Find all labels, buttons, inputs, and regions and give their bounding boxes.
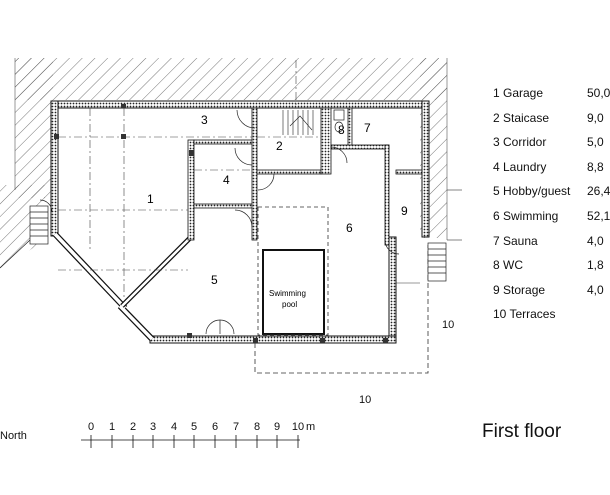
scale-tick-3: 3 [149, 421, 157, 433]
room-legend: 1 Garage 50,0 2 Staicase 9,0 3 Corridor 5,0 4 … [493, 86, 610, 332]
legend-room-name: 10 Terraces [493, 307, 556, 322]
legend-room-name: 6 Swimming [493, 208, 559, 223]
scale-tick-5: 5 [190, 421, 198, 433]
ground-hatch [0, 58, 448, 270]
grid-lines [58, 60, 321, 300]
room-number-5: 5 [211, 273, 218, 287]
scale-tick-6: 6 [211, 421, 219, 433]
diagonal-partition-inner [121, 237, 191, 307]
wc-fixture [333, 109, 345, 133]
columns [54, 104, 388, 343]
legend-room-name: 4 Laundry [493, 159, 547, 174]
legend-row: 10 Terraces [493, 307, 610, 332]
pool-outline-dashed [257, 206, 329, 336]
pool-label-line2: pool [282, 300, 297, 309]
room-number-1: 1 [147, 192, 154, 206]
legend-room-area: 9,0 [587, 110, 604, 125]
legend-room-name: 2 Staicase [493, 110, 550, 125]
legend-room-area: 52,1 [587, 208, 610, 223]
legend-room-name: 9 Storage [493, 282, 546, 297]
room-number-9: 9 [401, 204, 408, 218]
legend-row: 6 Swimming 52,1 [493, 209, 610, 234]
terrace-outline [254, 245, 429, 374]
scale-tick-1: 1 [108, 421, 116, 433]
left-stair [0, 205, 49, 269]
scale-tick-2: 2 [129, 421, 137, 433]
legend-room-area: 4,0 [587, 233, 604, 248]
angled-walls-inner [53, 232, 154, 341]
door-swings [39, 109, 400, 335]
scale-tick-7: 7 [232, 421, 240, 433]
legend-room-area: 26,4 [587, 184, 610, 199]
legend-room-name: 1 Garage [493, 86, 544, 100]
room-number-2: 2 [276, 139, 283, 153]
dimension-ticks [396, 189, 462, 284]
north-label: North [0, 430, 27, 442]
scale-tick-4: 4 [170, 421, 178, 433]
legend-room-area: 50,0 [587, 86, 610, 100]
room-number-6: 6 [346, 221, 353, 235]
legend-row: 1 Garage 50,0 [493, 86, 610, 111]
room-number-8: 8 [338, 123, 345, 137]
scale-unit: m [306, 421, 316, 433]
terrace-label-bottom: 10 [359, 394, 372, 406]
scale-tick-9: 9 [273, 421, 281, 433]
scale-tick-0: 0 [87, 421, 95, 433]
floor-title: First floor [482, 421, 562, 442]
room-number-4: 4 [223, 173, 230, 187]
legend-row: 7 Sauna 4,0 [493, 234, 610, 259]
scale-tick-8: 8 [253, 421, 261, 433]
terrace-label-right: 10 [442, 319, 455, 331]
legend-room-name: 7 Sauna [493, 233, 538, 248]
scale-tick-10: 10 [291, 421, 305, 433]
legend-room-name: 3 Corridor [493, 135, 547, 150]
scale-bar [81, 435, 300, 448]
legend-row: 5 Hobby/guest 26,4 [493, 184, 610, 209]
legend-room-name: 8 WC [493, 258, 523, 273]
right-stair [427, 242, 447, 282]
legend-room-area: 5,0 [587, 135, 604, 150]
legend-room-name: 5 Hobby/guest [493, 184, 571, 199]
room-number-7: 7 [364, 121, 371, 135]
pool-label-line1: Swimming [269, 289, 306, 298]
legend-row: 8 WC 1,8 [493, 258, 610, 283]
legend-row: 2 Staicase 9,0 [493, 111, 610, 136]
outer-walls [50, 100, 430, 344]
room-number-3: 3 [201, 113, 208, 127]
legend-row: 4 Laundry 8,8 [493, 160, 610, 185]
legend-room-area: 8,8 [587, 159, 604, 174]
staircase [282, 110, 314, 135]
legend-row: 9 Storage 4,0 [493, 283, 610, 308]
swimming-pool [262, 249, 325, 335]
legend-room-area: 1,8 [587, 258, 604, 273]
legend-row: 3 Corridor 5,0 [493, 135, 610, 160]
legend-room-area: 4,0 [587, 282, 604, 297]
